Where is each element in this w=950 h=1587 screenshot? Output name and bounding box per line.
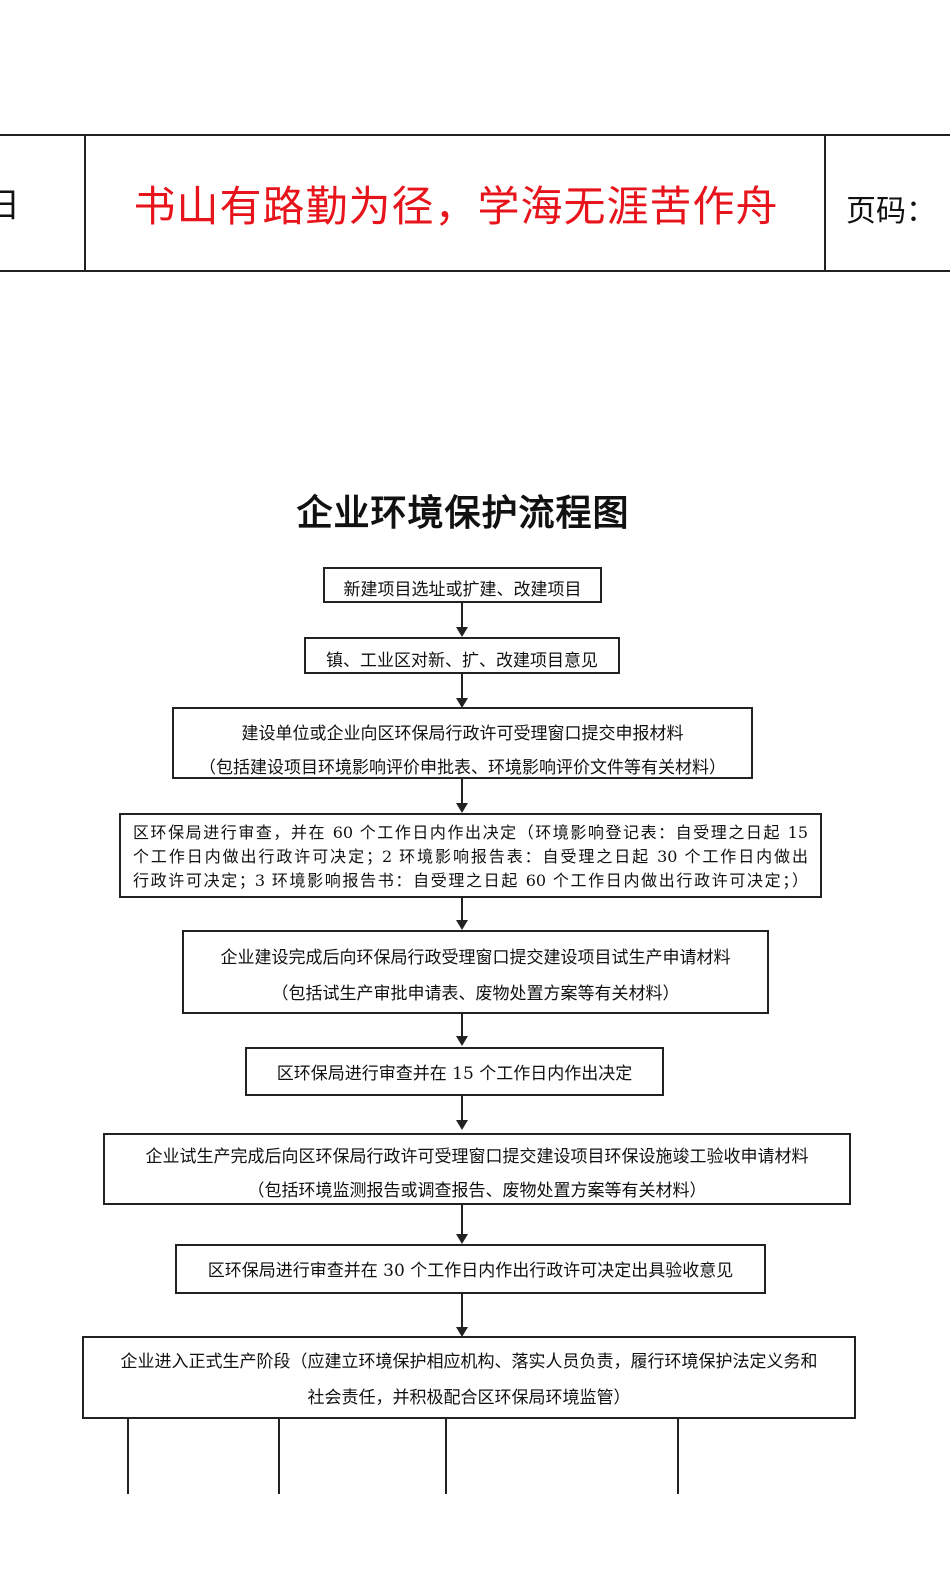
arrow-head-3-4 xyxy=(456,803,468,813)
arrow-head-1-2 xyxy=(456,627,468,637)
flow-step-6-line-1: 区环保局进行审查并在 15 个工作日内作出决定 xyxy=(276,1064,633,1084)
flow-step-7-line-1: 企业试生产完成后向区环保局行政许可受理窗口提交建设项目环保设施竣工验收申请材料 xyxy=(145,1147,809,1167)
header-page-label: 页码： xyxy=(846,194,936,229)
connector-1-2 xyxy=(461,603,463,631)
arrow-head-7-8 xyxy=(456,1234,468,1244)
flow-step-5-line-2: （包括试生产审批申请表、废物处置方案等有关材料） xyxy=(271,984,680,1004)
arrow-head-5-6 xyxy=(456,1036,468,1046)
flow-step-5-line-1: 企业建设完成后向环保局行政受理窗口提交建设项目试生产申请材料 xyxy=(220,948,731,968)
flow-step-7: 企业试生产完成后向区环保局行政许可受理窗口提交建设项目环保设施竣工验收申请材料 … xyxy=(103,1133,851,1205)
flow-step-8-line-1: 区环保局进行审查并在 30 个工作日内作出行政许可决定出具验收意见 xyxy=(207,1261,734,1281)
header-date-fragment: 日 xyxy=(0,186,20,226)
header-divider-right xyxy=(824,136,826,270)
flow-step-9: 企业进入正式生产阶段（应建立环境保护相应机构、落实人员负责，履行环境保护法定义务… xyxy=(82,1336,856,1419)
connector-6-7 xyxy=(461,1096,463,1123)
branch-line-1 xyxy=(127,1418,129,1494)
connector-3-4 xyxy=(461,779,463,807)
flow-step-4-line-2: 个工作日内做出行政许可决定；2 环境影响报告表：自受理之日起 30 个工作日内做… xyxy=(133,847,808,866)
flow-step-4-line-3: 行政许可决定；3 环境影响报告书：自受理之日起 60 个工作日内做出行政许可决定… xyxy=(133,871,808,890)
connector-2-3 xyxy=(461,674,463,702)
arrow-head-4-5 xyxy=(456,920,468,930)
flow-step-3-line-2: （包括建设项目环境影响评价申批表、环境影响评价文件等有关材料） xyxy=(199,758,726,778)
flow-step-4: 区环保局进行审查，并在 60 个工作日内作出决定（环境影响登记表：自受理之日起 … xyxy=(119,813,822,898)
branch-line-2 xyxy=(278,1418,280,1494)
connector-7-8 xyxy=(461,1205,463,1237)
flow-step-9-line-1: 企业进入正式生产阶段（应建立环境保护相应机构、落实人员负责，履行环境保护法定义务… xyxy=(120,1352,818,1372)
arrow-head-6-7 xyxy=(456,1120,468,1130)
arrow-head-8-9 xyxy=(456,1327,468,1337)
flow-step-9-line-2: 社会责任，并积极配合区环保局环境监管） xyxy=(307,1388,631,1408)
branch-line-4 xyxy=(677,1418,679,1494)
flow-step-3-line-1: 建设单位或企业向区环保局行政许可受理窗口提交申报材料 xyxy=(241,724,684,744)
flow-step-3: 建设单位或企业向区环保局行政许可受理窗口提交申报材料 （包括建设项目环境影响评价… xyxy=(172,707,753,779)
flow-step-1: 新建项目选址或扩建、改建项目 xyxy=(323,567,602,603)
flow-step-2-line-1: 镇、工业区对新、扩、改建项目意见 xyxy=(326,651,598,671)
flowchart-title: 企业环境保护流程图 xyxy=(296,493,630,534)
flow-step-8: 区环保局进行审查并在 30 个工作日内作出行政许可决定出具验收意见 xyxy=(175,1244,766,1294)
page-header: 日 书山有路勤为径，学海无涯苦作舟 页码： xyxy=(0,134,950,272)
connector-4-5 xyxy=(461,898,463,923)
arrow-head-2-3 xyxy=(456,698,468,708)
header-motto: 书山有路勤为径，学海无涯苦作舟 xyxy=(133,181,779,231)
flow-step-2: 镇、工业区对新、扩、改建项目意见 xyxy=(304,637,620,674)
flow-step-7-line-2: （包括环境监测报告或调查报告、废物处置方案等有关材料） xyxy=(247,1181,707,1201)
branch-line-3 xyxy=(445,1418,447,1494)
flow-step-4-line-1: 区环保局进行审查，并在 60 个工作日内作出决定（环境影响登记表：自受理之日起 … xyxy=(133,823,808,842)
flow-step-1-line-1: 新建项目选址或扩建、改建项目 xyxy=(343,580,582,600)
flow-step-5: 企业建设完成后向环保局行政受理窗口提交建设项目试生产申请材料 （包括试生产审批申… xyxy=(182,930,769,1014)
header-divider-left xyxy=(84,136,86,270)
flow-step-6: 区环保局进行审查并在 15 个工作日内作出决定 xyxy=(245,1047,664,1096)
connector-8-9 xyxy=(461,1294,463,1330)
connector-5-6 xyxy=(461,1014,463,1039)
